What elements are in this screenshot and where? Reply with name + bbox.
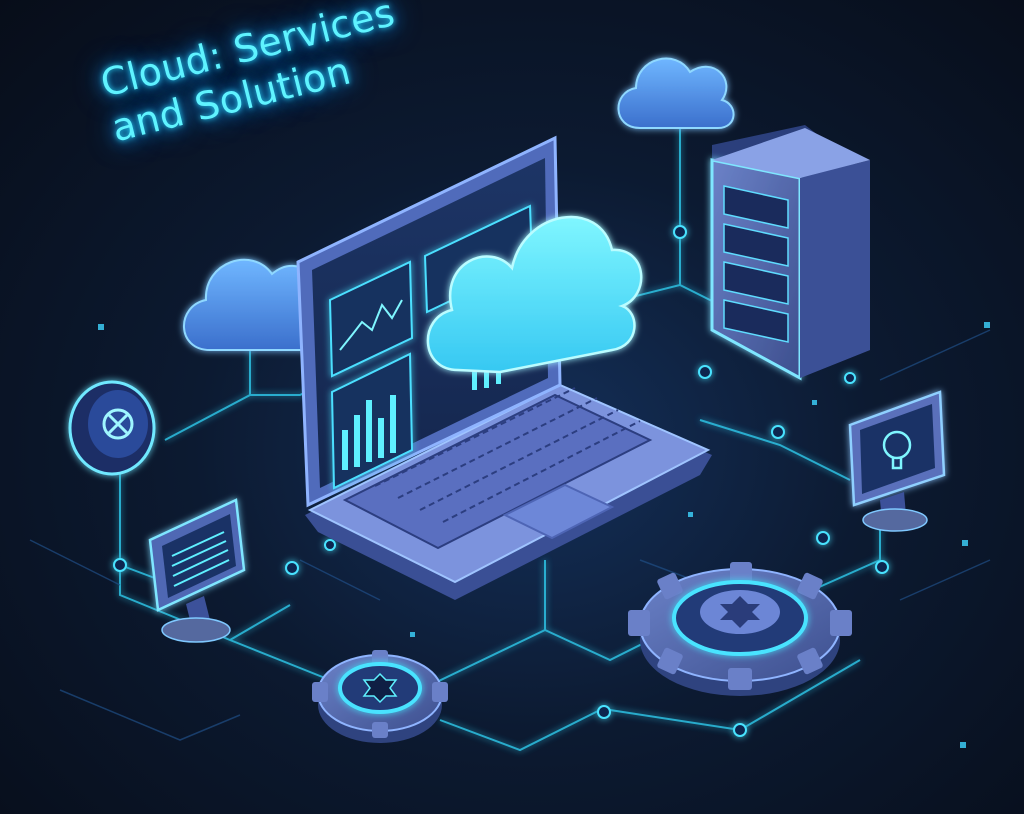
gear-icon — [312, 650, 448, 743]
connector-nodes — [113, 225, 889, 737]
keyboard — [342, 387, 653, 550]
monitor-icon — [148, 498, 246, 643]
cloud-icon — [426, 215, 643, 374]
laptop-icon — [296, 135, 712, 600]
monitor-icon — [848, 390, 946, 532]
gear-icon — [628, 562, 852, 696]
server-rack-icon — [710, 125, 870, 381]
settings-badge-icon — [68, 380, 156, 476]
trackpad — [502, 483, 615, 540]
cloud-icon — [617, 57, 735, 129]
sparkles — [98, 322, 990, 748]
lightbulb-icon — [882, 430, 912, 470]
line-chart — [339, 299, 403, 351]
